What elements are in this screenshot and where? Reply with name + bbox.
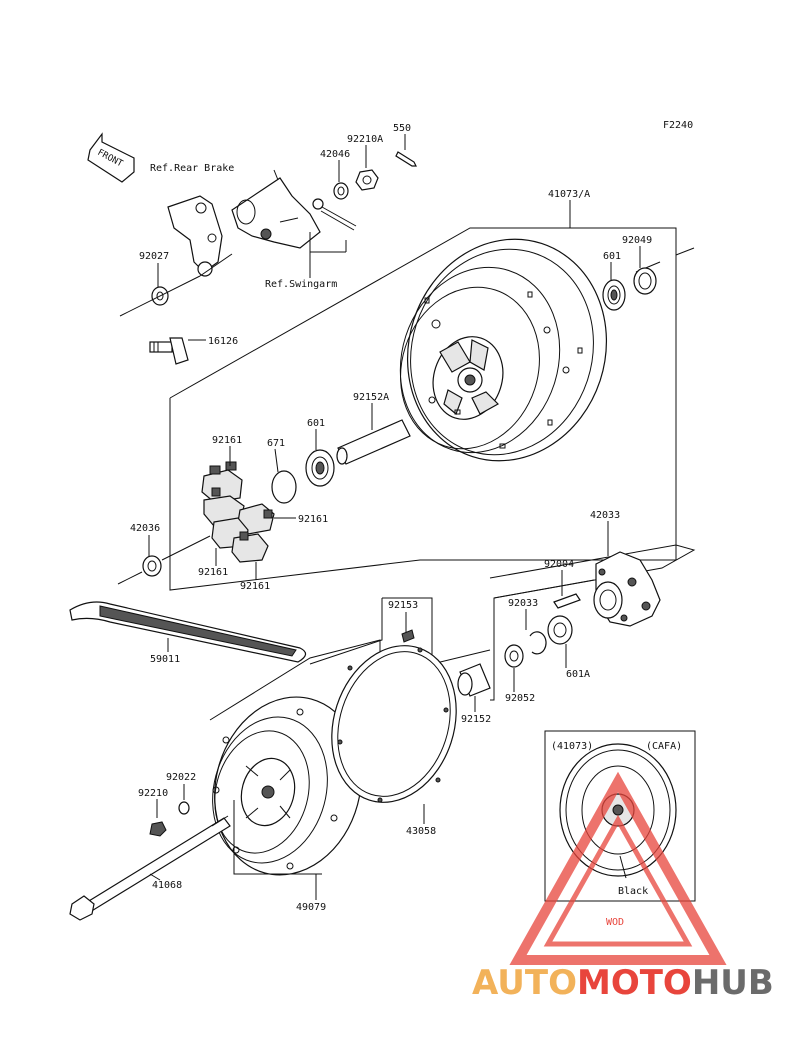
part-label-92161-b: 92161: [298, 514, 328, 525]
watermark-brand-moto: MOTO: [577, 963, 692, 1003]
part-label-92152: 92152: [461, 714, 491, 725]
stud-92004: [553, 593, 581, 609]
part-label-42033: 42033: [590, 510, 620, 521]
part-label-92161-d: 92161: [240, 581, 270, 592]
part-label-550: 550: [393, 123, 411, 134]
part-label-41068: 41068: [152, 880, 182, 891]
part-label-92161-a: 92161: [212, 435, 242, 446]
circlip-92033: [529, 631, 547, 655]
front-arrow-icon: FRONT: [87, 132, 135, 183]
part-label-601A: 601A: [566, 669, 590, 680]
ring-43058: [331, 645, 457, 803]
inset-right-label: (CAFA): [646, 741, 682, 752]
bearing-601-top: [602, 279, 626, 311]
collar-42036: [142, 555, 162, 577]
washer-42046: [333, 182, 349, 200]
watermark-triangle-icon: [509, 771, 727, 965]
part-label-92210: 92210: [138, 788, 168, 799]
inset-left-label: (41073): [551, 741, 593, 752]
part-label-601-mid: 601: [307, 418, 325, 429]
air-valve-16126: [149, 337, 189, 365]
part-label-49079: 49079: [296, 902, 326, 913]
bearing-601-mid: [305, 449, 335, 487]
drive-belt-59011: [69, 601, 307, 663]
part-label-92210A: 92210A: [347, 134, 383, 145]
axle-41068: [69, 815, 231, 921]
part-label-601-top: 601: [603, 251, 621, 262]
part-label-92153: 92153: [388, 600, 418, 611]
diagram-code: F2240: [663, 120, 693, 131]
part-label-43058: 43058: [406, 826, 436, 837]
part-label-92161-c: 92161: [198, 567, 228, 578]
part-label-671: 671: [267, 438, 285, 449]
part-label-92022: 92022: [166, 772, 196, 783]
washer-92022: [178, 801, 190, 815]
bolt-92153: [401, 629, 415, 643]
seal-92052: [504, 644, 524, 668]
part-label-42036: 42036: [130, 523, 160, 534]
part-label-92049: 92049: [622, 235, 652, 246]
caliper-bracket: [231, 169, 321, 249]
bearing-601A: [547, 615, 573, 645]
part-label-92027: 92027: [139, 251, 169, 262]
damper-rubbers-92161: [201, 461, 275, 563]
watermark-logo: [509, 771, 727, 965]
ref-rear-brake-label: Ref.Rear Brake: [150, 163, 234, 174]
pulley-49079: [212, 696, 362, 876]
rear-wheel-41073A: [399, 238, 608, 462]
nut-92210: [149, 821, 167, 837]
watermark-brand: AUTOMOTOHUB: [472, 963, 774, 1003]
coupling-hub-42033: [593, 551, 661, 627]
inset-color-note: Black: [618, 886, 648, 897]
oil-seal-92049: [633, 267, 657, 295]
ref-swingarm-label: Ref.Swingarm: [265, 279, 337, 290]
watermark-brand-auto: AUTO: [472, 963, 577, 1003]
part-label-92052: 92052: [505, 693, 535, 704]
nut-92210A: [355, 169, 379, 191]
watermark-brand-hub: HUB: [692, 963, 774, 1003]
cotter-pin-550: [395, 151, 417, 167]
part-label-92152A: 92152A: [353, 392, 389, 403]
watermark-sub-text: WOD: [606, 917, 624, 928]
part-label-16126: 16126: [208, 336, 238, 347]
part-label-41073A: 41073/A: [548, 189, 590, 200]
collar-92152A: [336, 419, 411, 465]
collar-92152: [457, 663, 491, 697]
o-ring-671: [271, 470, 297, 504]
part-label-92033: 92033: [508, 598, 538, 609]
brake-bracket-plate: [167, 195, 223, 277]
part-label-42046: 42046: [320, 149, 350, 160]
part-label-92004: 92004: [544, 559, 574, 570]
chain-adjuster-bolt: [312, 198, 357, 231]
part-label-59011: 59011: [150, 654, 180, 665]
